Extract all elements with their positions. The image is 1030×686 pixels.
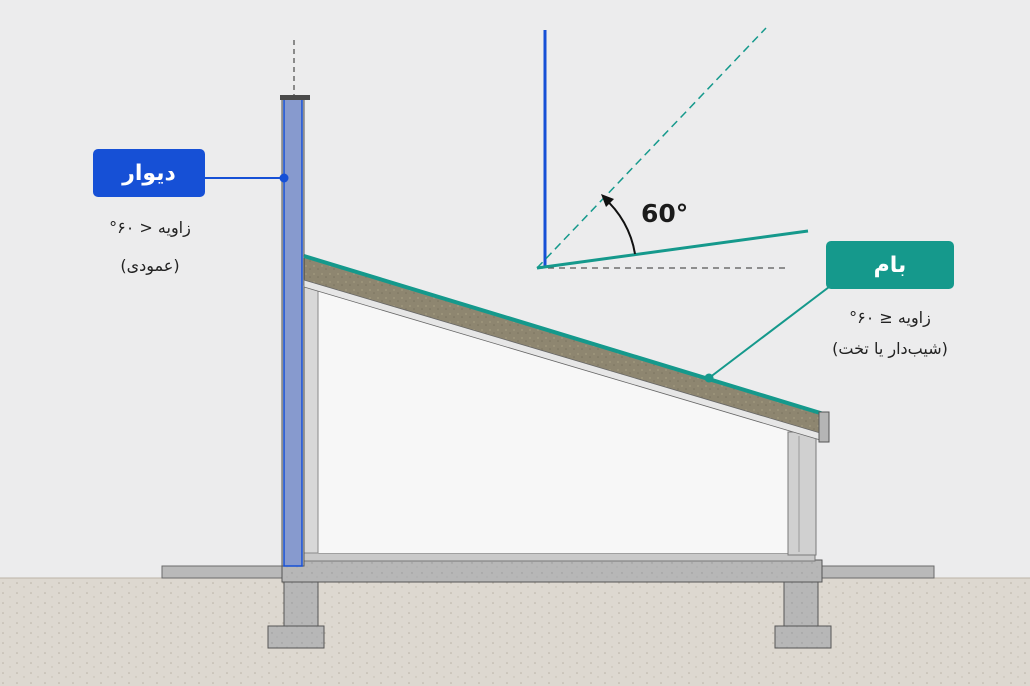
roof-membrane	[303, 254, 828, 417]
wall-leader-dot	[279, 173, 289, 183]
angle-arc	[602, 196, 636, 255]
roof-label-badge: بام	[826, 241, 954, 289]
wall-label-text: دیوار	[122, 160, 176, 186]
sixty-degree-dashed-line	[536, 27, 767, 269]
ground-soil	[0, 578, 1030, 686]
foundation-beam	[281, 559, 823, 583]
interior-space	[318, 285, 790, 553]
wall-parapet-cap	[280, 95, 310, 100]
left-footing	[267, 625, 325, 649]
angle-value-label: 60°	[641, 199, 689, 228]
roof-angle-condition: زاویه ≤ ۶۰°	[849, 308, 931, 327]
roof-leader-dot	[704, 373, 714, 383]
right-foundation-column	[783, 581, 819, 628]
right-wall	[787, 431, 817, 556]
floor-slab	[302, 552, 816, 562]
wall-label-badge: دیوار	[93, 149, 205, 197]
wall-highlight	[284, 96, 302, 566]
wall-angle-condition: زاویه < ۶۰°	[109, 218, 191, 237]
right-footing	[774, 625, 832, 649]
roof-label-text: بام	[873, 252, 907, 278]
roof-fascia	[818, 411, 830, 443]
left-slab	[161, 565, 283, 579]
roof-note: (شیب‌دار یا تخت)	[832, 339, 948, 358]
wall-note: (عمودی)	[120, 256, 180, 275]
left-foundation-column	[283, 581, 319, 628]
right-slab	[811, 565, 935, 579]
angle-arrowhead	[601, 194, 614, 207]
roof-slope-line	[536, 229, 809, 270]
inner-wall-left	[303, 282, 319, 554]
roof-leader-line	[708, 286, 830, 379]
